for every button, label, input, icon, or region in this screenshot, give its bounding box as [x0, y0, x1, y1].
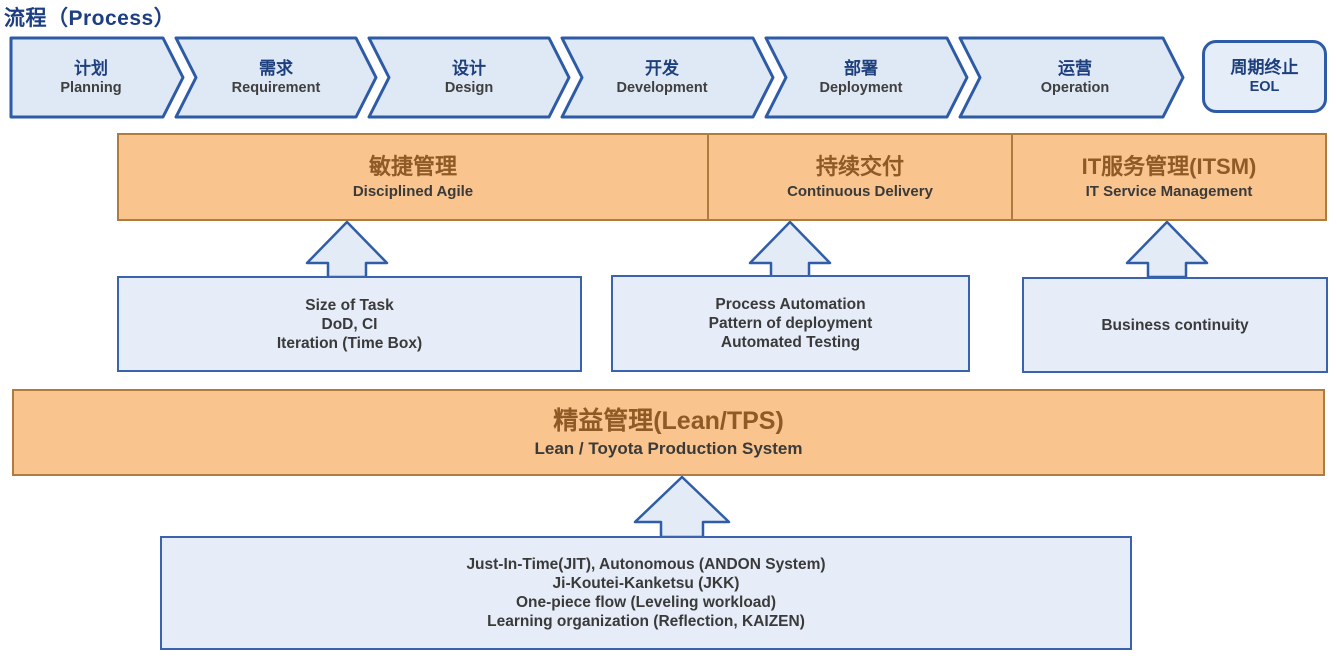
process-step-operation: 运营 Operation: [985, 38, 1165, 117]
method-label-zh: 持续交付: [815, 153, 904, 179]
step-label-en: Operation: [1040, 80, 1110, 97]
practice-line: Just-In-Time(JIT), Autonomous (ANDON Sys…: [466, 556, 826, 573]
step-label-zh: 设计: [452, 58, 486, 78]
practice-line: Automated Testing: [720, 334, 861, 351]
eol-terminator-box: 周期终止 EOL: [1202, 40, 1327, 113]
practice-line: DoD, CI: [321, 315, 378, 333]
process-step-deployment: 部署 Deployment: [776, 38, 946, 117]
practice-box-lean: Just-In-Time(JIT), Autonomous (ANDON Sys…: [160, 536, 1132, 650]
method-label-en: IT Service Management: [1085, 182, 1253, 200]
chevron-shape-development: [560, 36, 775, 119]
practice-line: Learning organization (Reflection, KAIZE…: [487, 613, 805, 630]
lean-label-zh: 精益管理(Lean/TPS): [553, 407, 784, 436]
step-label-en: Deployment: [819, 80, 903, 97]
practice-box-itsm: Business continuity: [1022, 277, 1328, 373]
practice-box-agile: Size of Task DoD, CI Iteration (Time Box…: [117, 276, 582, 372]
method-bar: 敏捷管理 Disciplined Agile 持续交付 Continuous D…: [117, 133, 1327, 221]
practice-line: Business continuity: [1101, 316, 1249, 334]
step-label-zh: 需求: [259, 58, 293, 78]
practice-box-continuous-delivery: Process Automation Pattern of deployment…: [611, 275, 970, 372]
lean-bar: 精益管理(Lean/TPS) Lean / Toyota Production …: [12, 389, 1325, 476]
method-section-itsm: IT服务管理(ITSM) IT Service Management: [1011, 135, 1325, 219]
step-label-zh: 部署: [844, 58, 878, 78]
practice-line: Pattern of deployment: [708, 315, 873, 332]
up-arrow-icon-lean: [633, 475, 731, 539]
chevron-shape-design: [367, 36, 571, 119]
page-title: 流程（Process）: [4, 7, 176, 30]
process-step-requirement: 需求 Requirement: [186, 38, 366, 117]
eol-label-en: EOL: [1249, 79, 1280, 96]
method-label-zh: IT服务管理(ITSM): [1081, 153, 1257, 179]
step-label-zh: 计划: [74, 58, 108, 78]
up-arrow-icon-cd: [748, 220, 832, 279]
process-step-planning: 计划 Planning: [11, 38, 171, 117]
practice-line: One-piece flow (Leveling workload): [515, 594, 777, 611]
practice-line: Size of Task: [305, 296, 394, 314]
step-label-zh: 开发: [645, 58, 679, 78]
chevron-shape-requirement: [174, 36, 378, 119]
method-label-zh: 敏捷管理: [368, 153, 457, 179]
up-arrow-icon-agile: [305, 220, 389, 279]
method-label-en: Disciplined Agile: [352, 182, 474, 200]
practice-line: Ji-Koutei-Kanketsu (JKK): [552, 575, 740, 592]
step-label-en: Planning: [60, 80, 122, 97]
process-step-development: 开发 Development: [572, 38, 752, 117]
practice-line: Process Automation: [715, 296, 866, 313]
chevron-shape-planning: [9, 36, 185, 119]
up-arrow-icon-itsm: [1125, 220, 1209, 279]
practice-line: Iteration (Time Box): [276, 334, 423, 352]
chevron-shape-operation: [958, 36, 1185, 119]
process-step-design: 设计 Design: [379, 38, 559, 117]
eol-label-zh: 周期终止: [1230, 57, 1299, 77]
lean-label-en: Lean / Toyota Production System: [534, 438, 803, 458]
method-section-continuous-delivery: 持续交付 Continuous Delivery: [707, 135, 1011, 219]
method-label-en: Continuous Delivery: [787, 182, 933, 200]
step-label-zh: 运营: [1058, 58, 1092, 78]
chevron-shape-deployment: [764, 36, 969, 119]
step-label-en: Development: [616, 80, 708, 97]
step-label-en: Requirement: [231, 80, 321, 97]
method-section-agile: 敏捷管理 Disciplined Agile: [119, 135, 707, 219]
step-label-en: Design: [444, 80, 494, 97]
